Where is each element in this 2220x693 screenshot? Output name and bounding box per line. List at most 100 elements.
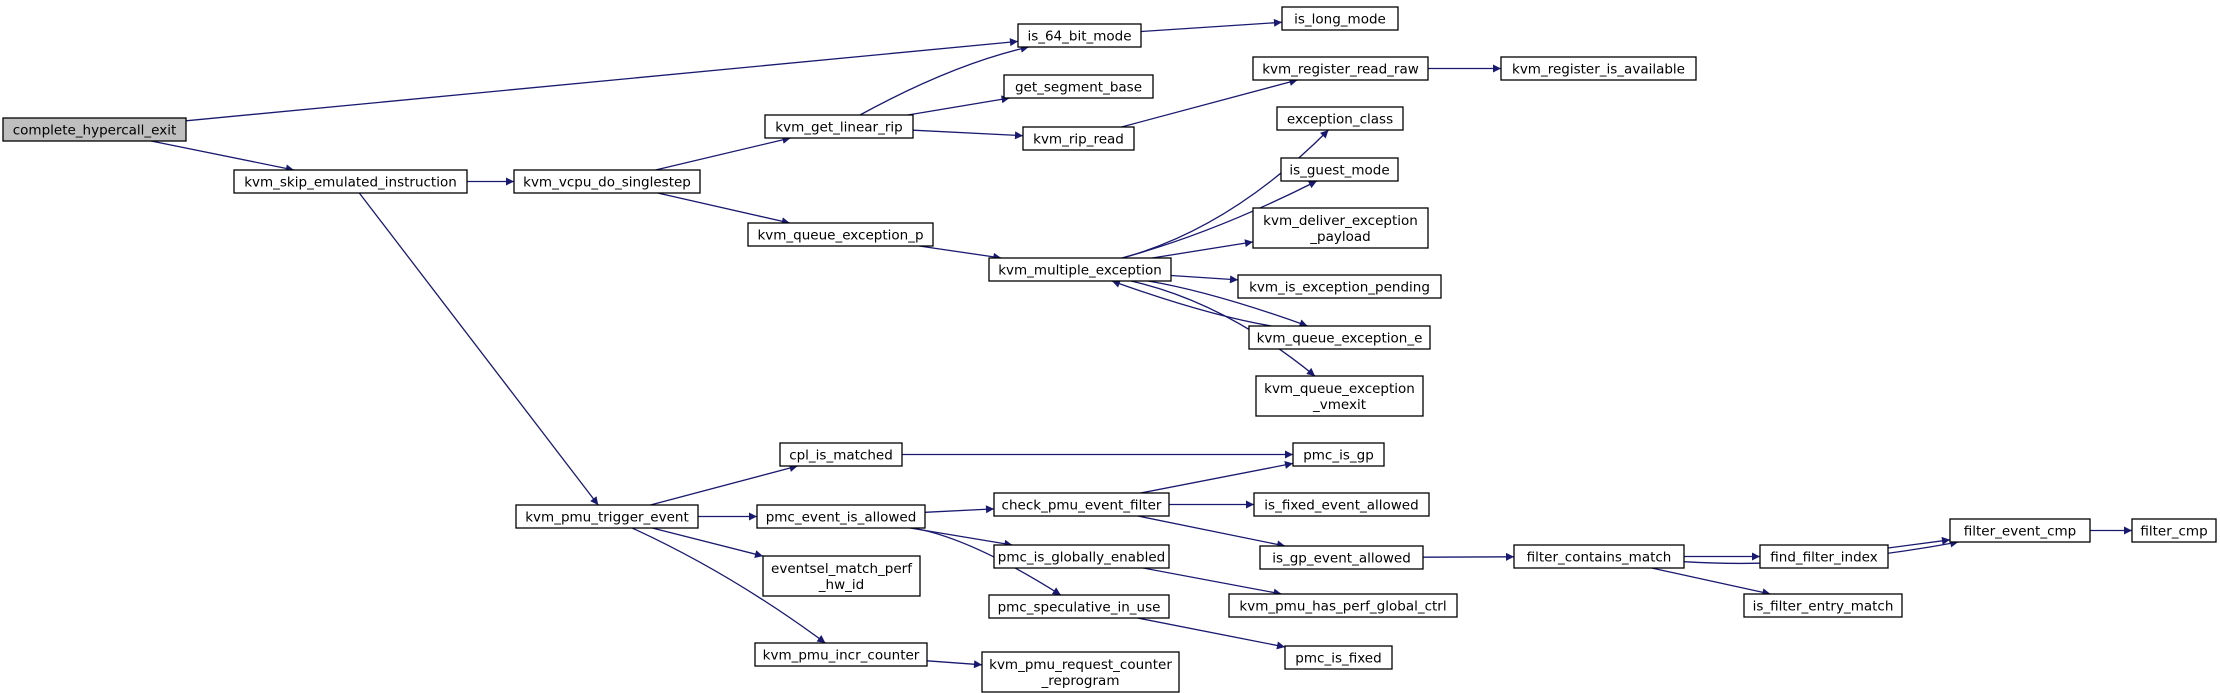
node-kvm_pmu_request_counter_reprogram[interactable]: kvm_pmu_request_counter_reprogram: [981, 651, 1180, 693]
node-pmc_speculative_in_use[interactable]: pmc_speculative_in_use: [988, 594, 1170, 619]
node-kvm_skip_emulated_instruction[interactable]: kvm_skip_emulated_instruction: [233, 169, 468, 194]
node-label: kvm_pmu_has_perf_global_ctrl: [1239, 599, 1446, 615]
node-box: [1292, 442, 1385, 467]
node-pmc_event_is_allowed[interactable]: pmc_event_is_allowed: [756, 504, 926, 529]
node-is_gp_event_allowed[interactable]: is_gp_event_allowed: [1259, 545, 1424, 570]
node-label: find_filter_index: [1770, 550, 1877, 566]
node-label: kvm_queue_exception_e: [1257, 331, 1423, 347]
edge-pmc_is_globally_enabled-to-kvm_pmu_has_perf_global_ctrl: [1142, 567, 1282, 597]
node-box: [1759, 544, 1889, 569]
edge-filter_contains_match-to-is_filter_entry_match: [1651, 567, 1771, 597]
node-label: pmc_speculative_in_use: [998, 600, 1161, 616]
node-box: [1949, 518, 2091, 543]
node-kvm_deliver_exception_payload[interactable]: kvm_deliver_exception_payload: [1252, 207, 1429, 249]
node-box: [515, 504, 699, 529]
edge-pmc_event_is_allowed-to-pmc_speculative_in_use: [912, 527, 1062, 596]
edge-kvm_rip_read-to-kvm_register_read_raw: [1121, 78, 1298, 128]
edge-kvm_pmu_trigger_event-to-eventsel_match_perf_hw_id: [652, 527, 764, 559]
node-label: kvm_register_read_raw: [1262, 62, 1419, 78]
node-box: [993, 492, 1170, 517]
node-is_filter_entry_match[interactable]: is_filter_entry_match: [1743, 593, 1903, 618]
node-filter_event_cmp[interactable]: filter_event_cmp: [1949, 518, 2091, 543]
node-label: pmc_event_is_allowed: [766, 510, 917, 526]
edge-pmc_speculative_in_use-to-pmc_is_fixed: [1137, 617, 1286, 650]
node-complete_hypercall_exit[interactable]: complete_hypercall_exit: [2, 117, 187, 142]
edge-kvm_pmu_trigger_event-to-kvm_pmu_incr_counter: [631, 527, 826, 644]
node-box: [1255, 375, 1424, 417]
edge-check_pmu_event_filter-to-is_gp_event_allowed: [1137, 515, 1286, 549]
edge-kvm_multiple_exception-to-is_guest_mode: [1121, 180, 1318, 259]
node-label: is_gp_event_allowed: [1272, 551, 1411, 567]
node-check_pmu_event_filter[interactable]: check_pmu_event_filter: [993, 492, 1170, 517]
node-label: is_long_mode: [1294, 12, 1386, 28]
node-label: kvm_pmu_incr_counter: [763, 648, 920, 664]
node-kvm_queue_exception_e[interactable]: kvm_queue_exception_e: [1248, 325, 1431, 350]
node-find_filter_index[interactable]: find_filter_index: [1759, 544, 1889, 569]
node-box: [1281, 6, 1399, 31]
node-box: [1252, 207, 1429, 249]
node-label: is_guest_mode: [1289, 163, 1389, 179]
node-label: kvm_multiple_exception: [998, 263, 1162, 279]
node-kvm_multiple_exception[interactable]: kvm_multiple_exception: [988, 257, 1172, 282]
node-box: [1276, 106, 1404, 131]
edge-complete_hypercall_exit-to-kvm_skip_emulated_instruction: [150, 140, 295, 173]
edge-kvm_queue_exception_p-to-kvm_multiple_exception: [919, 245, 1002, 261]
node-pmc_is_fixed[interactable]: pmc_is_fixed: [1284, 645, 1393, 670]
node-label: filter_cmp: [2140, 524, 2207, 540]
node-box: [2, 117, 187, 142]
edge-kvm_get_linear_rip-to-kvm_rip_read: [912, 129, 1024, 140]
node-is_guest_mode[interactable]: is_guest_mode: [1280, 157, 1399, 182]
node-label: kvm_is_exception_pending: [1249, 280, 1430, 296]
edge-kvm_multiple_exception-to-kvm_is_exception_pending: [1170, 274, 1239, 284]
edge-kvm_multiple_exception-to-kvm_queue_exception_vmexit: [1130, 280, 1316, 377]
node-is_long_mode[interactable]: is_long_mode: [1281, 6, 1399, 31]
node-kvm_pmu_incr_counter[interactable]: kvm_pmu_incr_counter: [754, 642, 928, 667]
node-label: _vmexit: [1312, 397, 1366, 413]
node-pmc_is_globally_enabled[interactable]: pmc_is_globally_enabled: [993, 544, 1170, 569]
node-filter_cmp[interactable]: filter_cmp: [2131, 518, 2217, 543]
node-box: [1513, 544, 1685, 569]
node-filter_contains_match[interactable]: filter_contains_match: [1513, 544, 1685, 569]
edge-complete_hypercall_exit-to-is_64_bit_mode: [185, 38, 1019, 122]
node-box: [1003, 74, 1154, 99]
node-box: [233, 169, 468, 194]
edge-kvm_skip_emulated_instruction-to-kvm_pmu_trigger_event: [358, 192, 599, 506]
node-box: [1017, 23, 1142, 48]
node-label: kvm_vcpu_do_singlestep: [523, 175, 691, 191]
node-kvm_queue_exception_p[interactable]: kvm_queue_exception_p: [747, 222, 934, 247]
node-label: eventsel_match_perf: [771, 561, 913, 577]
node-kvm_pmu_trigger_event[interactable]: kvm_pmu_trigger_event: [515, 504, 699, 529]
node-kvm_get_linear_rip[interactable]: kvm_get_linear_rip: [764, 114, 914, 139]
node-kvm_register_is_available[interactable]: kvm_register_is_available: [1500, 56, 1697, 81]
edge-kvm_multiple_exception-to-kvm_deliver_exception_payload: [1152, 239, 1254, 259]
node-kvm_rip_read[interactable]: kvm_rip_read: [1022, 126, 1135, 151]
node-kvm_queue_exception_vmexit[interactable]: kvm_queue_exception_vmexit: [1255, 375, 1424, 417]
node-pmc_is_gp[interactable]: pmc_is_gp: [1292, 442, 1385, 467]
node-exception_class[interactable]: exception_class: [1276, 106, 1404, 131]
node-box: [754, 642, 928, 667]
node-eventsel_match_perf_hw_id[interactable]: eventsel_match_perf_hw_id: [762, 555, 921, 597]
node-cpl_is_matched[interactable]: cpl_is_matched: [779, 442, 903, 467]
node-label: cpl_is_matched: [789, 448, 893, 464]
node-is_64_bit_mode[interactable]: is_64_bit_mode: [1017, 23, 1142, 48]
node-label: _payload: [1309, 229, 1370, 245]
edge-kvm_vcpu_do_singlestep-to-kvm_queue_exception_p: [657, 192, 790, 226]
node-label: _reprogram: [1041, 673, 1120, 689]
node-kvm_register_read_raw[interactable]: kvm_register_read_raw: [1252, 56, 1429, 81]
node-box: [1252, 56, 1429, 81]
node-box: [1022, 126, 1135, 151]
edge-kvm_pmu_incr_counter-to-kvm_pmu_request_counter_reprogram: [926, 660, 983, 669]
node-kvm_pmu_has_perf_global_ctrl[interactable]: kvm_pmu_has_perf_global_ctrl: [1228, 593, 1458, 618]
node-box: [1280, 157, 1399, 182]
node-is_fixed_event_allowed[interactable]: is_fixed_event_allowed: [1253, 492, 1430, 517]
node-kvm_is_exception_pending[interactable]: kvm_is_exception_pending: [1237, 274, 1442, 299]
node-label: filter_contains_match: [1527, 550, 1672, 566]
node-box: [1500, 56, 1697, 81]
node-kvm_vcpu_do_singlestep[interactable]: kvm_vcpu_do_singlestep: [513, 169, 701, 194]
edge-kvm_pmu_trigger_event-to-cpl_is_matched: [650, 464, 798, 506]
node-get_segment_base[interactable]: get_segment_base: [1003, 74, 1154, 99]
edge-kvm_get_linear_rip-to-get_segment_base: [907, 95, 1010, 116]
node-label: is_filter_entry_match: [1753, 599, 1894, 615]
edge-kvm_queue_exception_e-to-kvm_multiple_exception: [1111, 279, 1272, 327]
